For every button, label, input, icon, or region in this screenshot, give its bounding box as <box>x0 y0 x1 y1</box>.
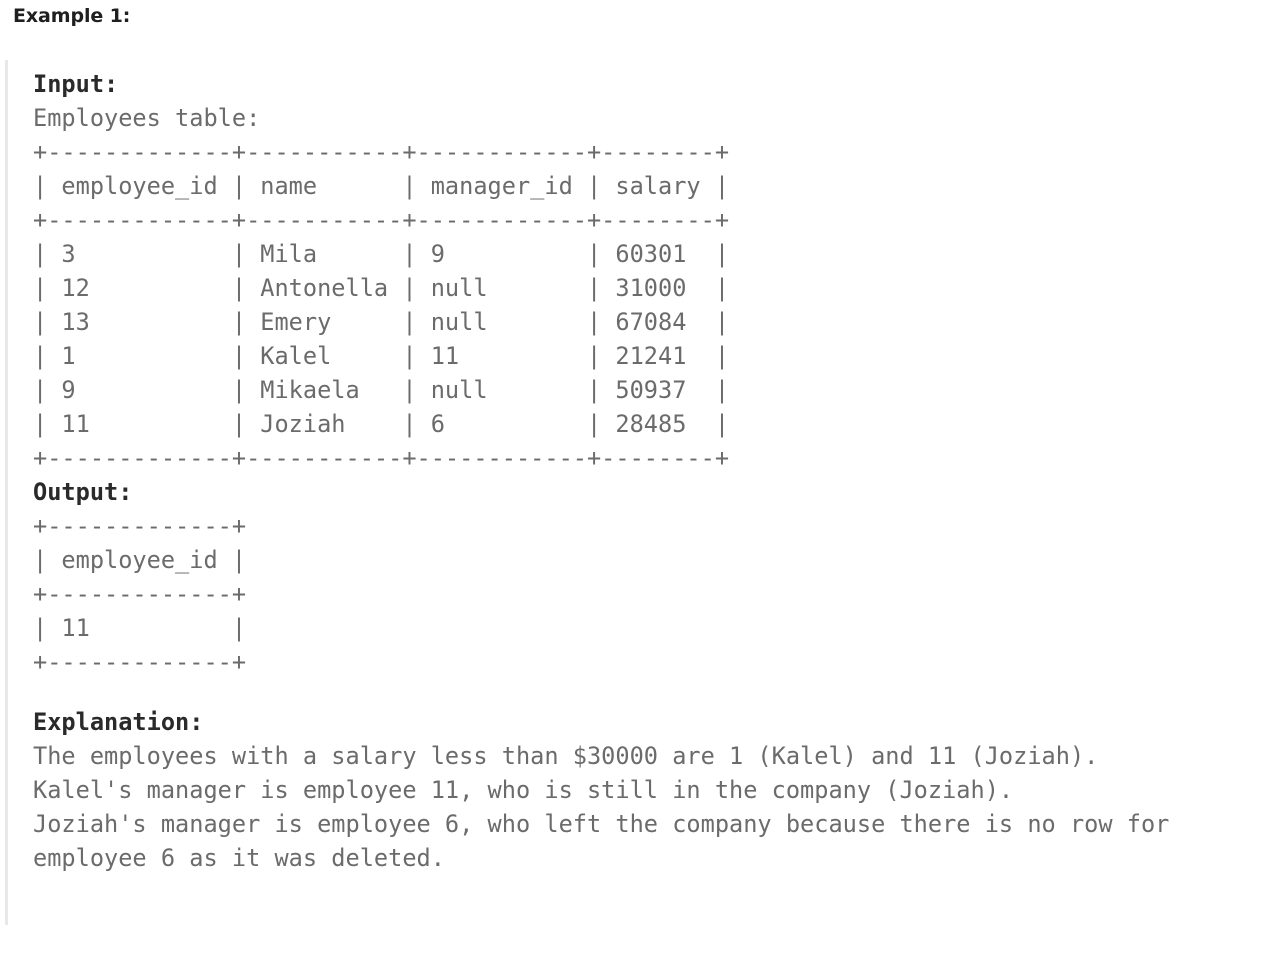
example-body: Input: Employees table: +-------------+-… <box>5 60 1280 925</box>
input-table-caption: Employees table: <box>33 104 261 132</box>
table-row: | 11 | <box>33 614 247 642</box>
table-border-bottom: +-------------+ <box>33 648 247 676</box>
output-label: Output: <box>33 478 133 506</box>
page-title: Example 1: <box>13 5 131 27</box>
table-row: | 1 | Kalel | 11 | 21241 | <box>33 342 730 370</box>
explanation-label: Explanation: <box>33 708 204 736</box>
input-label: Input: <box>33 70 119 98</box>
table-row: | 12 | Antonella | null | 31000 | <box>33 274 730 302</box>
table-border-top: +-------------+-----------+------------+… <box>33 138 730 166</box>
output-table-ascii: +-------------+ | employee_id | +-------… <box>33 509 1280 679</box>
table-row: | 3 | Mila | 9 | 60301 | <box>33 240 730 268</box>
input-table-ascii: +-------------+-----------+------------+… <box>33 135 1280 475</box>
table-header-row: | employee_id | name | manager_id | sala… <box>33 172 730 200</box>
explanation-line: employee 6 as it was deleted. <box>33 844 445 872</box>
table-border-top: +-------------+ <box>33 512 247 540</box>
table-row: | 11 | Joziah | 6 | 28485 | <box>33 410 730 438</box>
explanation-line: Joziah's manager is employee 6, who left… <box>33 810 1170 838</box>
table-border-mid: +-------------+-----------+------------+… <box>33 206 730 234</box>
explanation-text: The employees with a salary less than $3… <box>33 739 1280 875</box>
table-row: | 9 | Mikaela | null | 50937 | <box>33 376 730 404</box>
table-border-bottom: +-------------+-----------+------------+… <box>33 444 730 472</box>
table-border-mid: +-------------+ <box>33 580 247 608</box>
explanation-line: Kalel's manager is employee 11, who is s… <box>33 776 1014 804</box>
table-row: | 13 | Emery | null | 67084 | <box>33 308 730 336</box>
explanation-line: The employees with a salary less than $3… <box>33 742 1099 770</box>
table-header-row: | employee_id | <box>33 546 247 574</box>
